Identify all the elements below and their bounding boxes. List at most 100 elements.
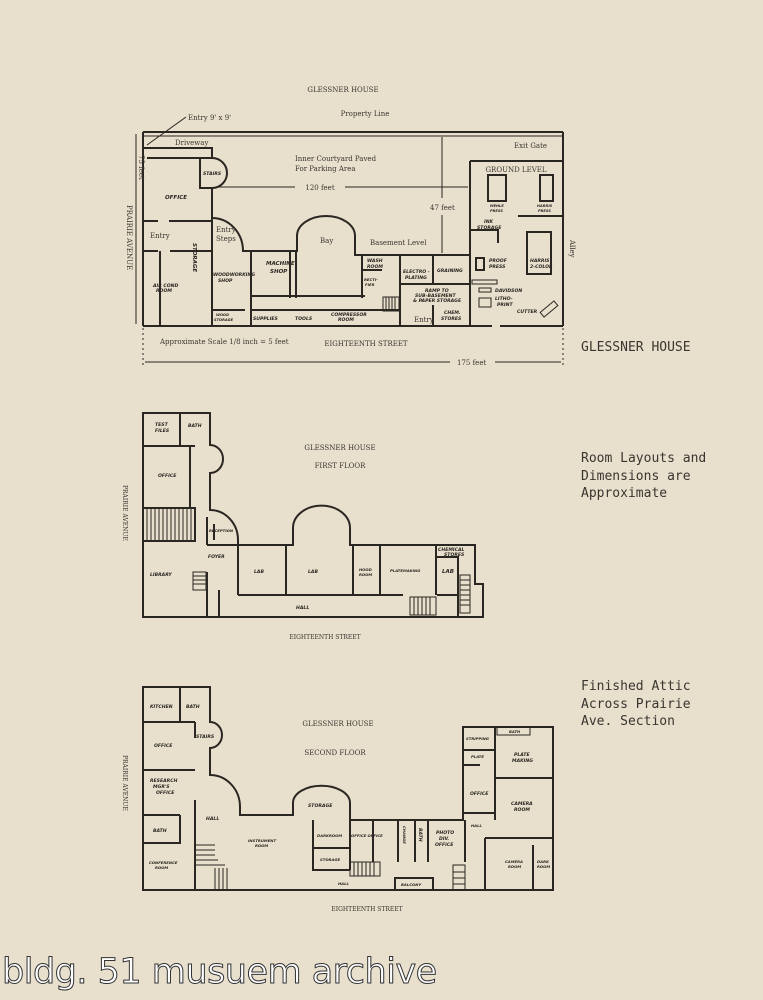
dim-175-label: 175 feet: [457, 359, 486, 367]
watermark: bldg. 51 musuem archive: [2, 952, 438, 993]
room-label: LITHO-: [495, 296, 513, 302]
room-label: PHOTO: [436, 830, 454, 836]
street-label: EIGHTEENTH STREET: [324, 340, 408, 348]
room-label: DARKROOM: [317, 833, 342, 838]
property-line-label: Property Line: [341, 110, 390, 118]
room-label: RECTI-: [364, 277, 378, 282]
plan-title: GLESSNER HOUSE: [307, 86, 378, 94]
prairie-avenue-label: PRAIRIE AVENUE: [121, 485, 128, 541]
room-label: STORAGE: [477, 225, 502, 231]
room-label: TOOLS: [295, 316, 313, 322]
room-label: ROOM: [155, 865, 168, 870]
room-label: CAMERA: [511, 801, 533, 807]
room-label: LAB: [308, 569, 318, 575]
plan-subtitle: FIRST FLOOR: [315, 462, 367, 470]
room-label: PRINT: [497, 302, 513, 308]
room-label: LIBRARY: [150, 572, 172, 578]
room-label: STORAGE: [308, 803, 333, 809]
room-label: HARRIS: [530, 258, 550, 264]
ground-level-label: GROUND LEVEL: [485, 166, 546, 174]
room-label: DIV.: [439, 836, 449, 842]
first-floor-plan: GLESSNER HOUSE FIRST FLOOR PRAIRIE AVENU…: [121, 412, 484, 641]
room-label: WOOD: [216, 313, 229, 317]
room-label: INSTRUMENT: [248, 838, 276, 843]
room-label: ELECTRO -: [403, 269, 430, 275]
room-label: PLATE: [471, 754, 484, 759]
street-label: EIGHTEENTH STREET: [289, 634, 360, 641]
room-label: WASH: [367, 258, 383, 264]
room-label: STAIRS: [203, 171, 222, 177]
room-labels: STAIRS OFFICE Entry Entry Steps STORAGE …: [150, 171, 553, 324]
room-label: RESEARCH: [150, 778, 178, 784]
plan-title: GLESSNER HOUSE: [304, 444, 375, 452]
room-label: RECEPTION: [209, 528, 234, 533]
room-labels: TEST FILES BATH OFFICE RECEPTION FOYER L…: [150, 422, 465, 611]
driveway-label: Driveway: [175, 139, 208, 147]
room-label: ROOM: [338, 317, 354, 323]
room-label: MACHINE: [266, 261, 295, 267]
room-label: HALL: [338, 881, 350, 886]
building-walls: [142, 686, 554, 891]
room-label: CHEMICAL: [438, 547, 465, 553]
room-label: STORAGE: [191, 243, 197, 272]
dim-75-label: 75 feet: [137, 155, 145, 180]
building-walls: [143, 147, 563, 326]
room-label: ROOM: [514, 807, 530, 813]
ground-level-plan: GLESSNER HOUSE Entry 9' x 9' Property Li…: [125, 86, 576, 367]
room-label: ROOM: [537, 864, 550, 869]
room-label: PRESS: [489, 264, 506, 270]
room-label: BATH: [417, 828, 423, 842]
room-label: ROOM: [156, 288, 172, 294]
courtyard-label: Inner Courtyard Paved: [295, 155, 377, 163]
room-label: INK: [484, 219, 494, 225]
room-label: BATH: [509, 729, 521, 734]
room-label: SHOP: [270, 269, 287, 275]
room-label: STORES: [444, 552, 465, 558]
room-label: HALL: [471, 823, 483, 828]
room-label: MGR'S: [153, 784, 170, 790]
room-label: DARK: [537, 859, 550, 864]
room-label: SUPPLIES: [253, 316, 279, 322]
room-label: ROOM: [367, 264, 383, 270]
room-label: LAB: [254, 569, 264, 575]
attic-note: Finished Attic Across Prairie Ave. Secti…: [581, 679, 691, 729]
room-label: STORAGE: [320, 857, 341, 862]
room-label: PROOF: [489, 258, 508, 264]
prairie-avenue-label: PRAIRIE AVENUE: [121, 755, 128, 811]
room-label: GRAINING: [437, 268, 463, 274]
basement-level-label: Basement Level: [370, 239, 427, 247]
room-label: CAMERA: [505, 859, 523, 864]
street-label: EIGHTEENTH STREET: [331, 906, 402, 913]
exit-gate-label: Exit Gate: [514, 142, 547, 150]
room-label: HOOD: [359, 567, 372, 572]
room-label: Steps: [216, 235, 236, 243]
room-label: PRESS: [490, 209, 503, 213]
room-label: SUB-BASEMENT: [415, 293, 457, 299]
room-label: ROOM: [255, 843, 268, 848]
dim-120-label: 120 feet: [305, 184, 334, 192]
building-walls: [142, 412, 484, 618]
room-label: PRESS: [538, 209, 551, 213]
side-title: GLESSNER HOUSE: [581, 340, 691, 355]
room-label: SHOP: [218, 278, 233, 284]
room-label: AIR COND: [152, 283, 179, 289]
room-label: FOYER: [208, 554, 225, 560]
room-label: Entry: [150, 232, 170, 240]
room-label: ROOM: [359, 572, 372, 577]
plan-title: GLESSNER HOUSE: [302, 720, 373, 728]
site-boundary: [142, 131, 564, 327]
room-label: OFFICE: [158, 473, 177, 479]
entry-note: Entry 9' x 9': [188, 114, 231, 122]
room-label: BATH: [188, 423, 202, 429]
alley-label: Alley: [568, 239, 576, 258]
room-label: Entry: [414, 316, 434, 324]
room-label: STORES: [441, 316, 462, 322]
room-label: STRIPPING: [466, 736, 489, 741]
room-label: CUTTER: [517, 309, 538, 315]
room-label: Bay: [320, 237, 333, 245]
courtyard-label: For Parking Area: [295, 165, 356, 173]
room-label: 2-COLOR: [530, 264, 553, 270]
room-label: TEST: [155, 422, 169, 428]
room-label: PLATING: [405, 275, 427, 281]
